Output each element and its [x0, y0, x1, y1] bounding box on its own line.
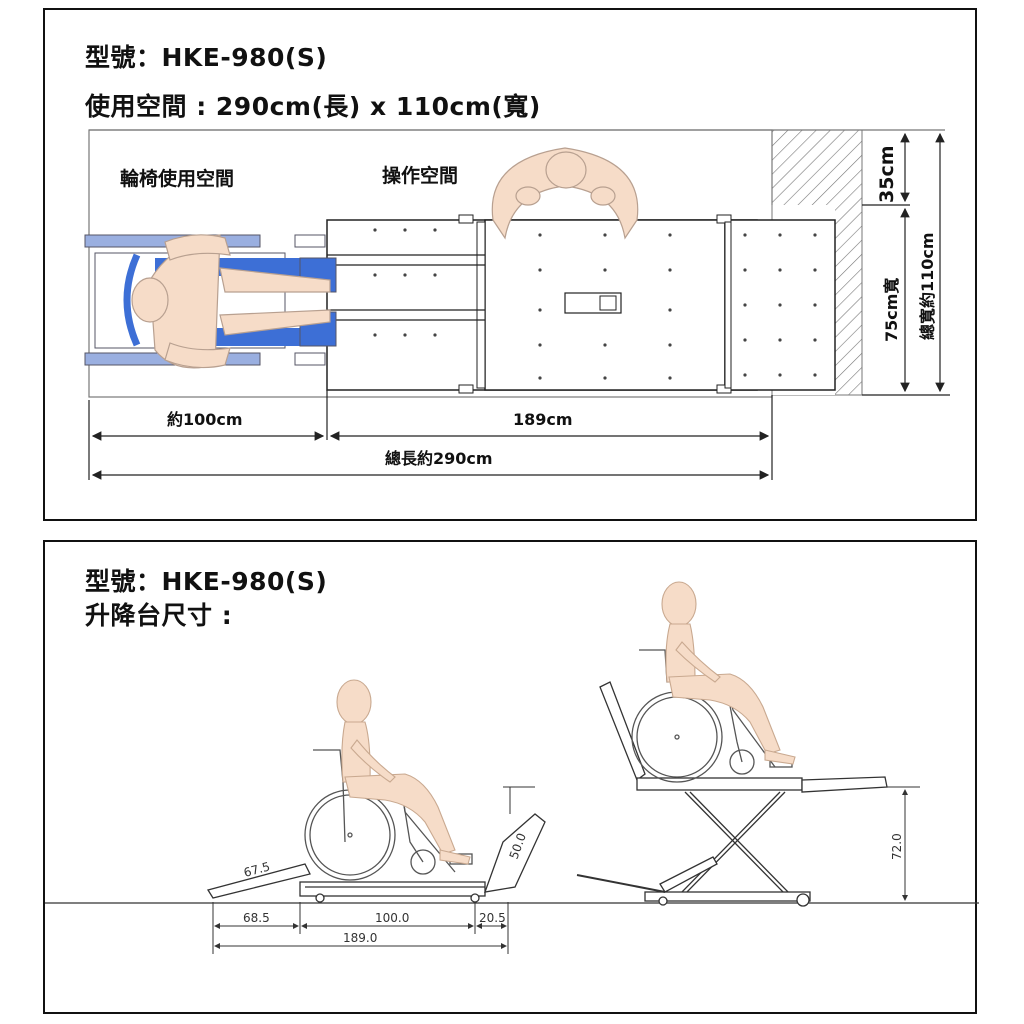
usage-space-title: 使用空間 : 290cm(長) x 110cm(寬)	[85, 92, 541, 121]
dim-total: 189.0	[343, 931, 377, 945]
operation-area-label: 操作空間	[382, 164, 458, 187]
dim-189: 189cm	[513, 410, 573, 429]
model-title-2: 型號：HKE-980(S)	[85, 567, 328, 596]
lift-size-title: 升降台尺寸 :	[85, 601, 233, 630]
dim-75-width: 75cm寬	[882, 278, 901, 342]
person-left	[336, 679, 471, 865]
dim-total-length: 總長約290cm	[385, 449, 493, 468]
floor-plan-diagram: 輪椅使用空間 操作空間 約100cm 189cm 總長約290cm 35cm 7…	[84, 129, 950, 480]
wheelchair-right	[631, 649, 793, 783]
lift-raised	[576, 681, 888, 907]
dim-lift-height: 72.0	[890, 833, 904, 860]
lift-size-panel: 型號：HKE-980(S) 升降台尺寸 :	[43, 540, 979, 1014]
dim-ramp-base: 68.5	[243, 911, 270, 925]
wheelchair-area-label: 輪椅使用空間	[120, 167, 234, 190]
dim-35: 35cm	[876, 145, 898, 203]
lift-lowered	[206, 786, 546, 903]
dim-ramp-length: 67.5	[242, 859, 271, 879]
dim-platform: 100.0	[375, 911, 409, 925]
person-seated-top-view	[131, 234, 331, 369]
lift-side-diagram: 67.5 68.5 100.0 20.5 189.0 50.0	[45, 581, 979, 954]
dim-rear: 20.5	[479, 911, 506, 925]
floor-plan-panel: 型號：HKE-980(S) 使用空間 : 290cm(長) x 110cm(寬)	[43, 8, 977, 521]
person-right	[661, 581, 796, 765]
operator-top-view	[491, 147, 639, 240]
model-title: 型號：HKE-980(S)	[85, 43, 328, 72]
dim-approx-100: 約100cm	[167, 410, 243, 429]
dim-total-width: 總寬約110cm	[918, 232, 937, 340]
